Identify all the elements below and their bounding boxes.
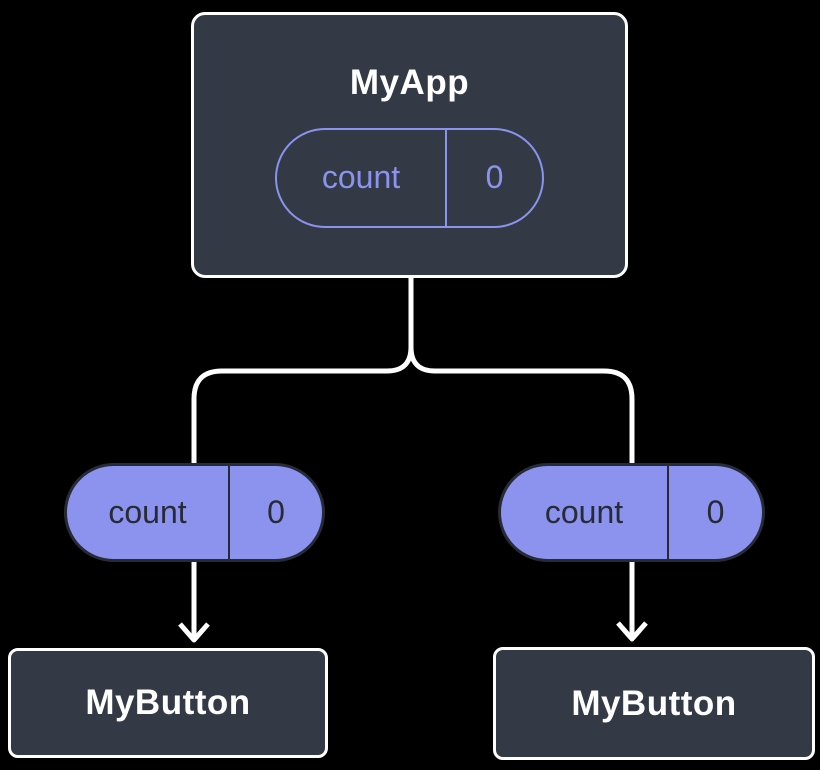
prop-pill-left-name: count [108,494,187,530]
node-mybutton-right: MyButton [493,647,815,760]
node-mybutton-left: MyButton [8,648,328,758]
state-pill-name: count [321,159,401,195]
node-mybutton-right-title: MyButton [571,683,737,723]
node-mybutton-left-title: MyButton [85,683,251,722]
state-pill-myapp: count 0 [275,127,544,228]
prop-pill-right-value: 0 [667,466,762,559]
node-myapp-title: MyApp [349,62,470,102]
right-arrow-head-icon [616,621,648,642]
prop-pill-right-name: count [544,494,624,530]
node-myapp: MyApp count 0 [191,12,628,278]
state-pill-value: 0 [445,129,542,226]
edge-root-to-right-pill [408,346,635,464]
prop-pill-left-value: 0 [228,466,322,559]
prop-pill-right: count 0 [498,463,765,562]
left-arrow-head-icon [178,622,210,643]
edge-root-to-left-pill [191,278,414,464]
prop-pill-left: count 0 [64,463,325,562]
